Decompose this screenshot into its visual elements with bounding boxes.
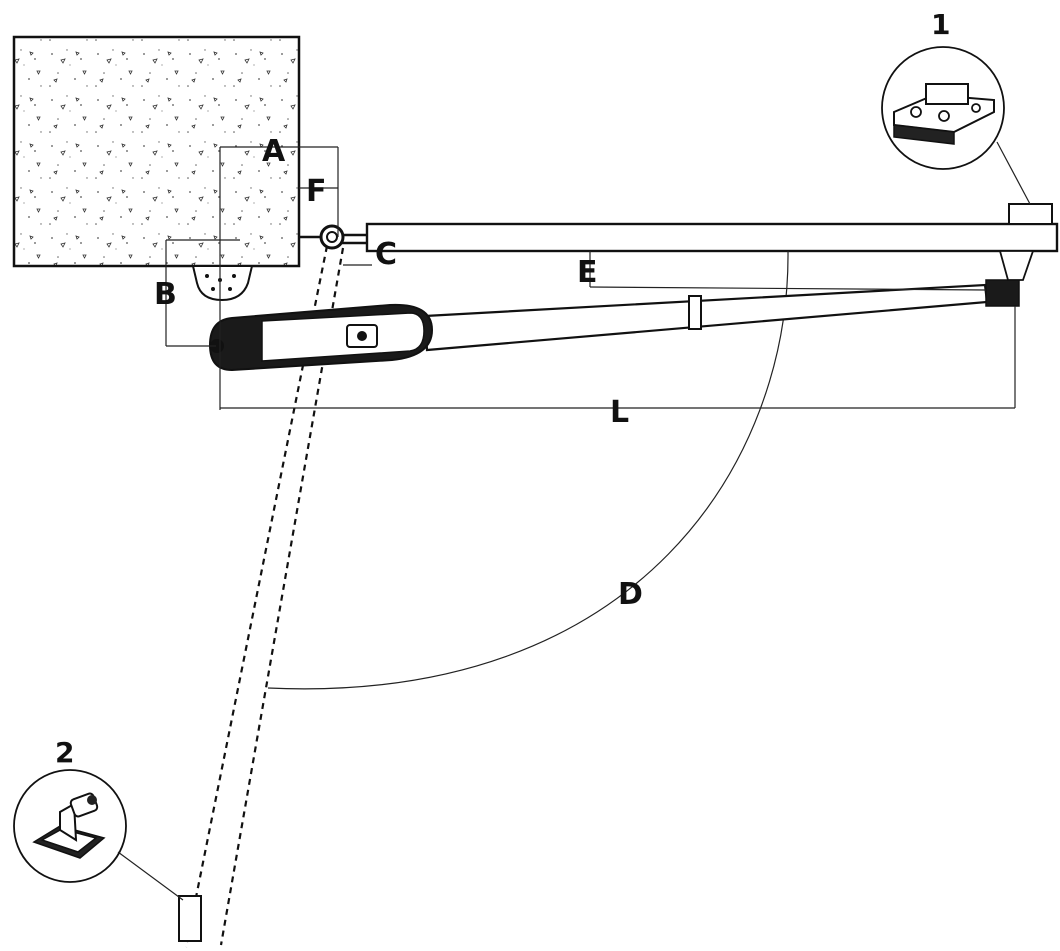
label-d: D [618, 577, 643, 612]
actuator-motor [208, 303, 434, 372]
gate-hinge [299, 224, 345, 250]
callout-2-number: 2 [55, 736, 74, 769]
gate-bracket-icon [893, 83, 995, 145]
label-b: B [154, 277, 177, 312]
actuator-arm [423, 250, 1035, 352]
post-bracket-icon [32, 792, 106, 859]
callout-1: 1 [881, 8, 1031, 205]
pillar [12, 35, 301, 268]
label-e: E [577, 255, 598, 290]
label-l: L [610, 395, 629, 430]
opening-arc [267, 250, 789, 690]
gate-leaf-open [178, 245, 345, 948]
label-f: F [306, 174, 327, 209]
gate-leaf-closed [340, 203, 1059, 253]
post-mount-plate [191, 265, 254, 302]
callout-1-number: 1 [931, 8, 950, 41]
callout-2: 2 [13, 736, 184, 901]
label-c: C [375, 237, 397, 272]
label-a: A [262, 134, 286, 169]
dimension-lines [165, 146, 1016, 410]
dimension-labels: A F C B E L D [154, 134, 643, 612]
